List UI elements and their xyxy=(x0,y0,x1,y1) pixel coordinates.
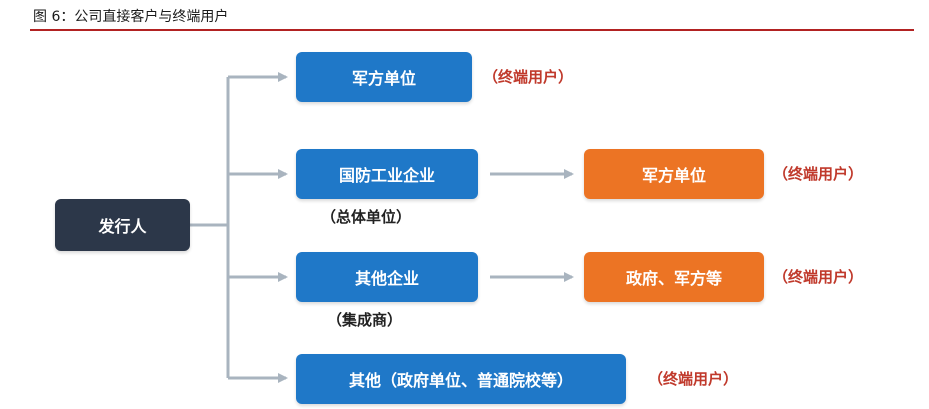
branch2-end-label: 军方单位 xyxy=(641,166,706,185)
branch4-tag: （终端用户） xyxy=(648,370,739,388)
caption-rule xyxy=(30,29,914,31)
branch3-sub: （集成商） xyxy=(327,311,403,329)
branch4-label: 其他（政府单位、普通院校等） xyxy=(348,371,573,390)
branch2-label: 国防工业企业 xyxy=(338,166,435,185)
branch2-box: 国防工业企业 xyxy=(296,149,478,199)
branch3-end-label: 政府、军方等 xyxy=(625,269,722,288)
root-box: 发行人 xyxy=(55,199,190,251)
branch1-label: 军方单位 xyxy=(351,69,416,88)
branch1-box: 军方单位 xyxy=(296,52,472,102)
branch3-end-box: 政府、军方等 xyxy=(584,252,764,302)
branch3-tag: （终端用户） xyxy=(773,268,864,286)
branch3-box: 其他企业 xyxy=(296,252,478,302)
branch3-label: 其他企业 xyxy=(354,269,419,288)
root-label: 发行人 xyxy=(98,217,147,236)
branch4-box: 其他（政府单位、普通院校等） xyxy=(296,354,626,404)
branch2-tag: （终端用户） xyxy=(773,165,864,183)
branch2-sub: （总体单位） xyxy=(321,208,412,226)
figure-caption: 图 6：公司直接客户与终端用户 xyxy=(33,9,229,25)
branch2-end-box: 军方单位 xyxy=(584,149,764,199)
branch1-tag: （终端用户） xyxy=(483,68,574,86)
